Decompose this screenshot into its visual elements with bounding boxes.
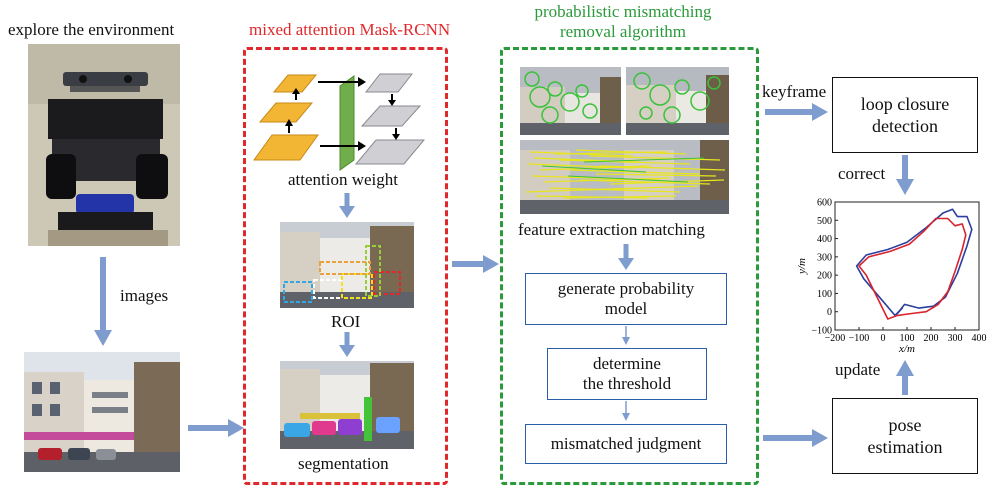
segmentation-illustration [280, 361, 414, 449]
x-tick-label: −200 [825, 333, 846, 344]
x-tick-label: 300 [948, 333, 963, 344]
mismatch-title-line1: probabilistic mismatching [534, 2, 712, 21]
roi-photo [280, 222, 414, 308]
trajectory-series-1 [858, 217, 967, 320]
segmentation-photo [280, 361, 414, 449]
generate-probability-line2: model [604, 299, 648, 318]
x-tick-label: 400 [972, 333, 987, 344]
feature-matching-label: feature extraction matching [518, 220, 705, 239]
pose-estimation-line1: pose [888, 415, 922, 435]
y-tick-label: 500 [817, 216, 832, 227]
feature-photo-right [626, 67, 729, 135]
feature-illustration-left [520, 67, 621, 135]
x-tick-label: 200 [924, 333, 939, 344]
determine-threshold-box: determine the threshold [547, 348, 707, 400]
x-tick-label: −100 [849, 333, 870, 344]
matching-photo [520, 140, 729, 214]
determine-threshold-line1: determine [593, 354, 661, 373]
determine-threshold-line2: the threshold [582, 374, 672, 393]
pose-estimation-line2: estimation [867, 437, 943, 457]
attention-weight-label: attention weight [288, 170, 399, 189]
explore-label: explore the environment [8, 20, 175, 39]
feature-photo-left [520, 67, 621, 135]
street-photo [24, 352, 180, 472]
loop-closure-line1: loop closure [860, 94, 950, 114]
y-tick-label: 0 [827, 307, 832, 318]
keyframe-label: keyframe [762, 82, 827, 101]
attention-title: mixed attention Mask-RCNN [249, 20, 451, 39]
matching-illustration [520, 140, 729, 214]
roi-label: ROI [331, 312, 361, 331]
robot-illustration [28, 44, 180, 246]
y-tick-label: 200 [817, 271, 832, 282]
segmentation-label: segmentation [298, 454, 389, 473]
x-axis-label: x/m [898, 343, 915, 355]
pose-estimation-box: pose estimation [832, 398, 978, 474]
loop-closure-box: loop closure detection [832, 77, 978, 153]
images-label: images [120, 286, 169, 305]
mismatch-title-line2: removal algorithm [559, 22, 687, 41]
feature-illustration-right [626, 67, 729, 135]
roi-illustration [280, 222, 414, 308]
x-tick-label: 100 [900, 333, 915, 344]
attention-frame [243, 47, 448, 485]
y-tick-label: −100 [811, 326, 832, 337]
update-label: update [835, 360, 881, 379]
y-axis-label: y/m [796, 258, 808, 275]
x-tick-label: 0 [881, 333, 886, 344]
y-tick-label: 300 [817, 252, 832, 263]
street-illustration [24, 352, 180, 472]
loop-closure-line2: detection [872, 116, 938, 136]
trajectory-series-0 [855, 208, 973, 317]
trajectory-plot: −200−100 0 100 200 300 400 600 500 400 300 200 100 0… [796, 198, 987, 356]
correct-label: correct [838, 164, 886, 183]
generate-probability-line1: generate probability [557, 279, 695, 298]
mismatched-judgment-label: mismatched judgment [550, 434, 702, 453]
trajectory-chart: −200−100 0 100 200 300 400 600 500 400 300 200 100 0… [795, 194, 995, 358]
y-tick-label: 100 [817, 289, 832, 300]
mismatch-frame [500, 47, 759, 485]
robot-photo [28, 44, 180, 246]
y-tick-label: 600 [817, 198, 832, 209]
mismatched-judgment-box: mismatched judgment [525, 424, 727, 464]
generate-probability-box: generate probability model [525, 273, 727, 325]
y-tick-label: 400 [817, 234, 832, 245]
